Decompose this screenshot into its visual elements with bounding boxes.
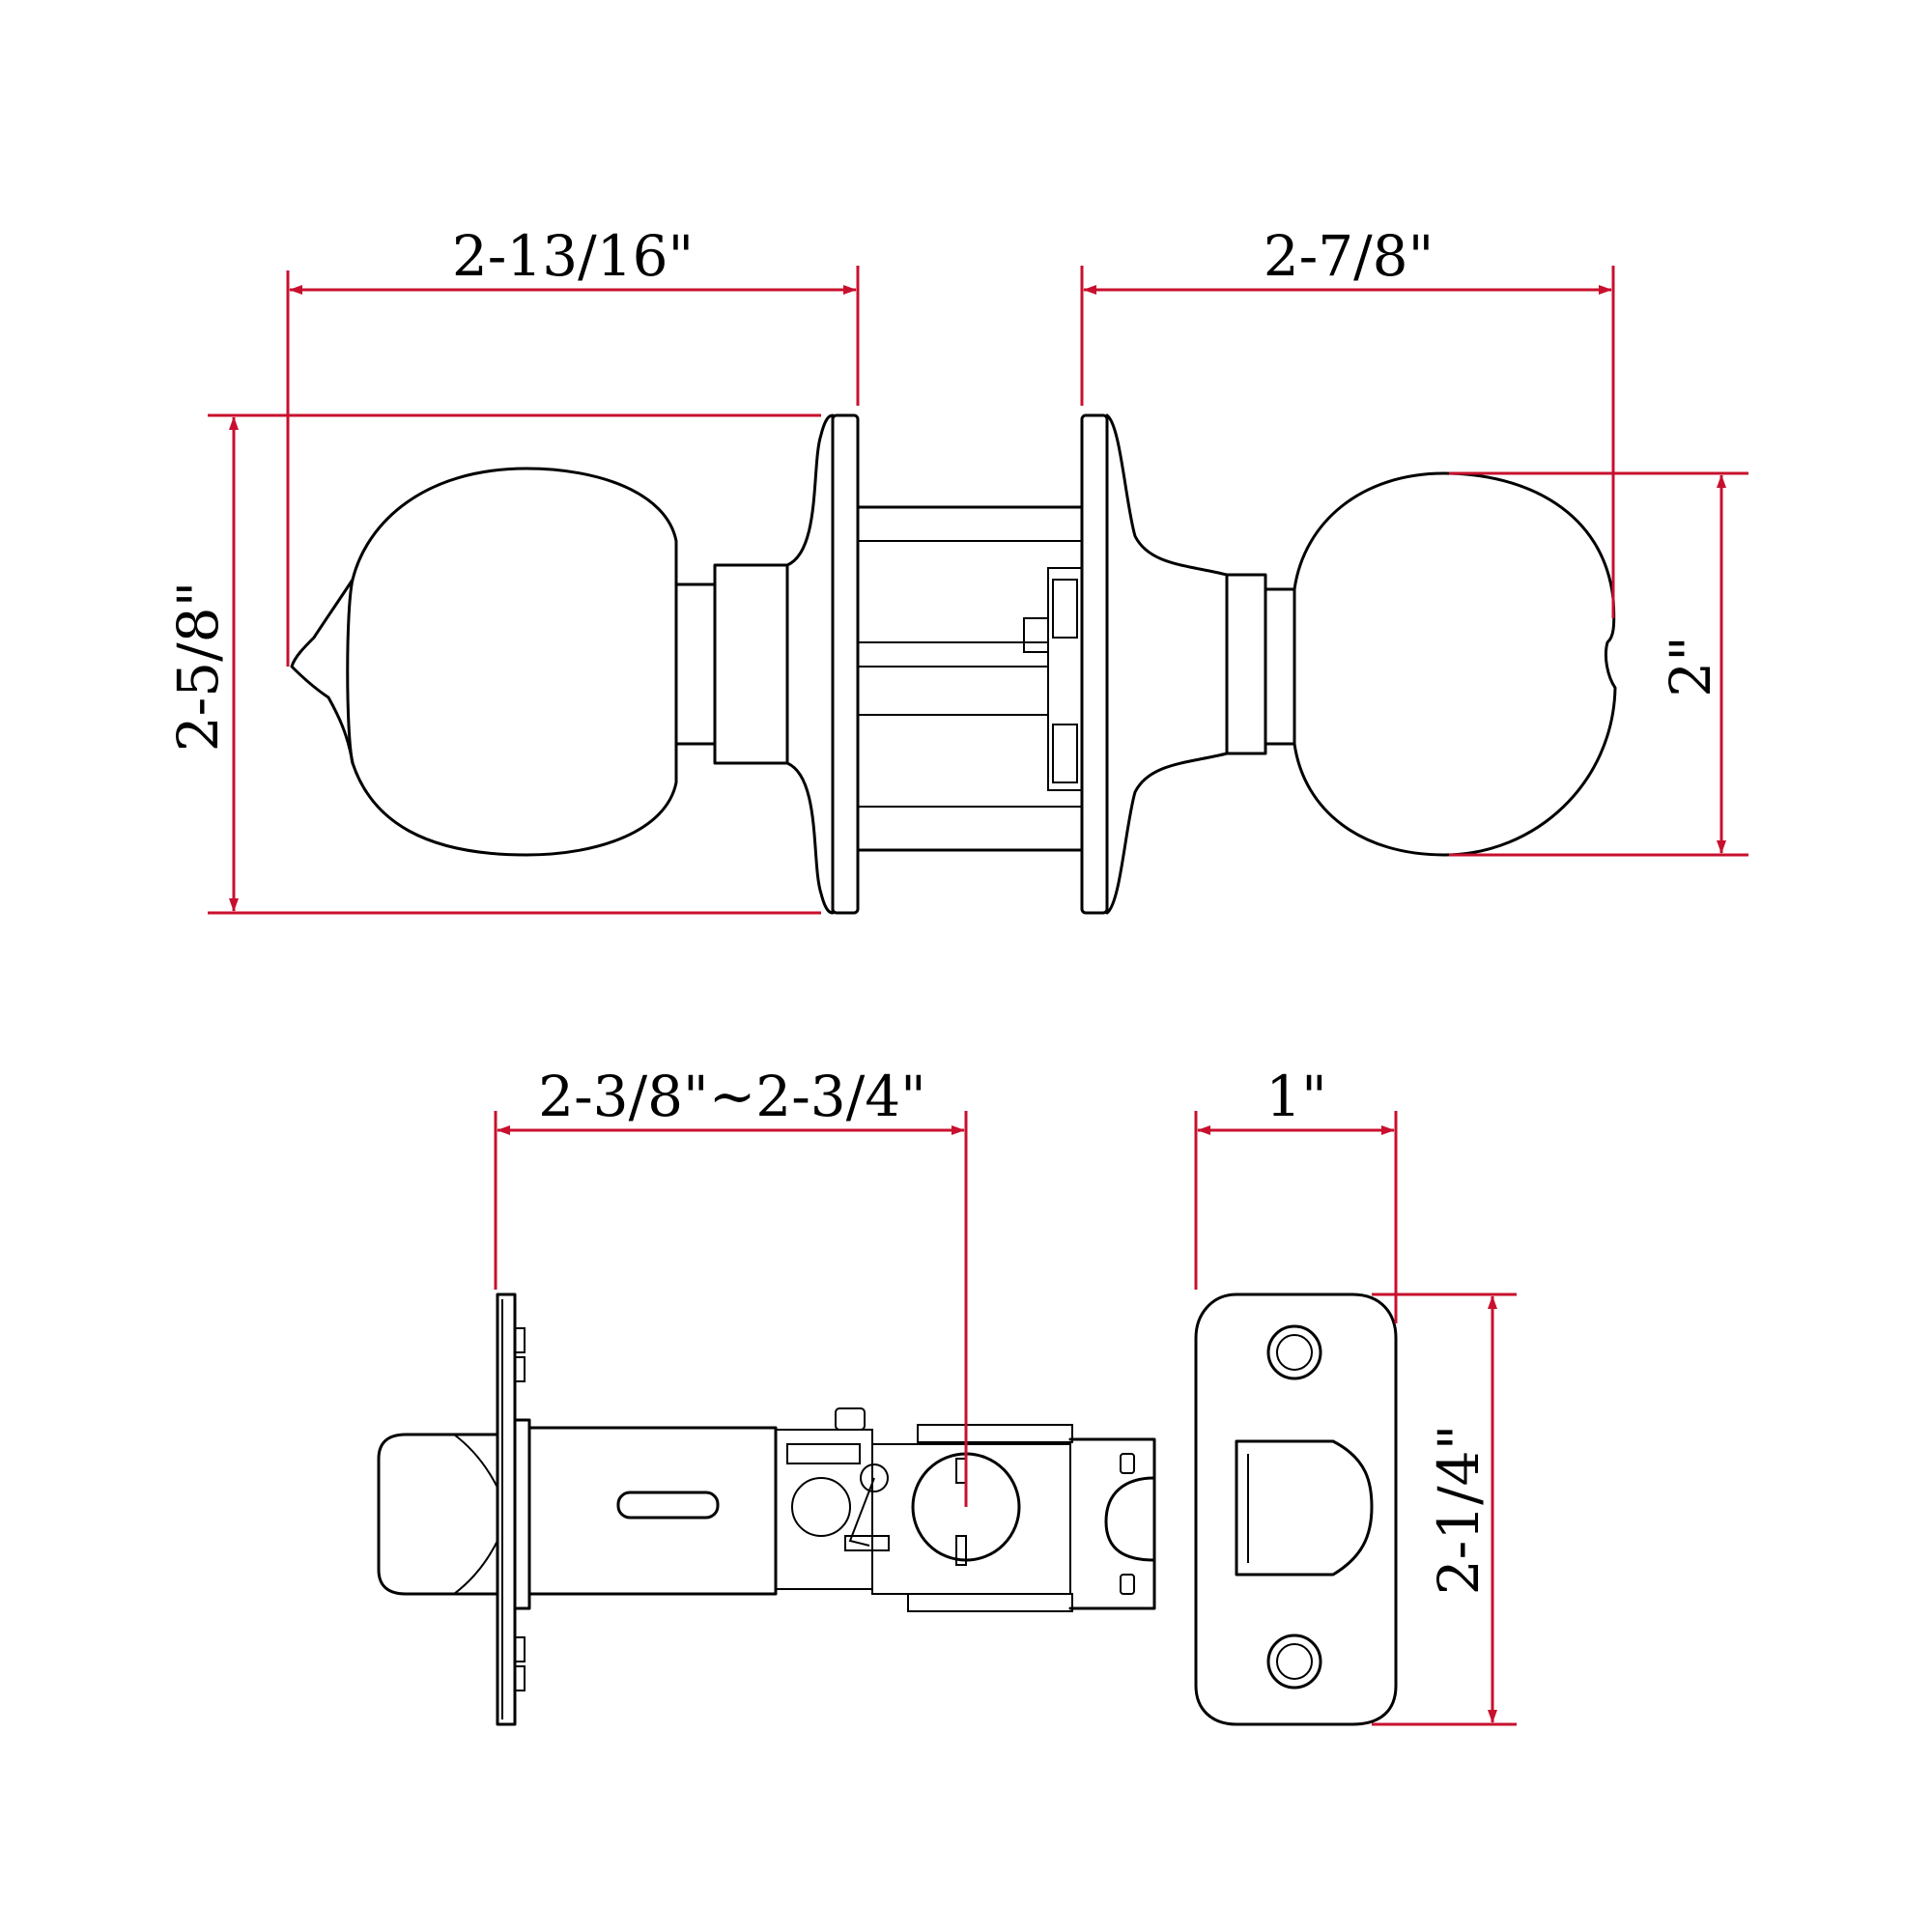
strike-width-label: 1"	[1265, 1064, 1327, 1129]
knob-assembly	[290, 413, 1617, 915]
strike-height-label: 2-1/4"	[1426, 1425, 1492, 1596]
knob-right-width-label: 2-7/8"	[1264, 223, 1435, 289]
right-knob-ball	[1293, 471, 1617, 857]
strike-latch-opening	[1235, 1439, 1374, 1577]
strike-dimensions: 1" 2-1/4"	[1194, 1064, 1517, 1726]
latch-backset-label: 2-3/8"~2-3/4"	[538, 1064, 926, 1129]
spindle-chassis	[856, 505, 1084, 852]
top-dimensions: 2-13/16" 2-7/8" 2-5/8" 2"	[165, 223, 1748, 915]
knob-diameter-label: 2"	[1658, 636, 1723, 697]
right-knob	[1225, 471, 1617, 857]
latch-dimensions: 2-3/8"~2-3/4"	[494, 1064, 968, 1507]
latch-slot	[616, 1491, 720, 1520]
left-knob-ball	[290, 467, 678, 857]
strike-plate	[1194, 1293, 1398, 1726]
strike-screw-hole-top	[1266, 1324, 1322, 1380]
rose-height-label: 2-5/8"	[165, 582, 231, 753]
right-rose	[1080, 413, 1229, 915]
latch-housing	[513, 1418, 531, 1610]
latch-faceplate	[496, 1293, 517, 1726]
knob-left-width-label: 2-13/16"	[452, 223, 694, 289]
latch-assembly	[377, 1293, 1156, 1726]
left-knob	[290, 467, 789, 857]
left-rose	[785, 413, 860, 915]
latch-mechanism	[775, 1407, 1156, 1612]
strike-screw-hole-bottom	[1266, 1634, 1322, 1690]
